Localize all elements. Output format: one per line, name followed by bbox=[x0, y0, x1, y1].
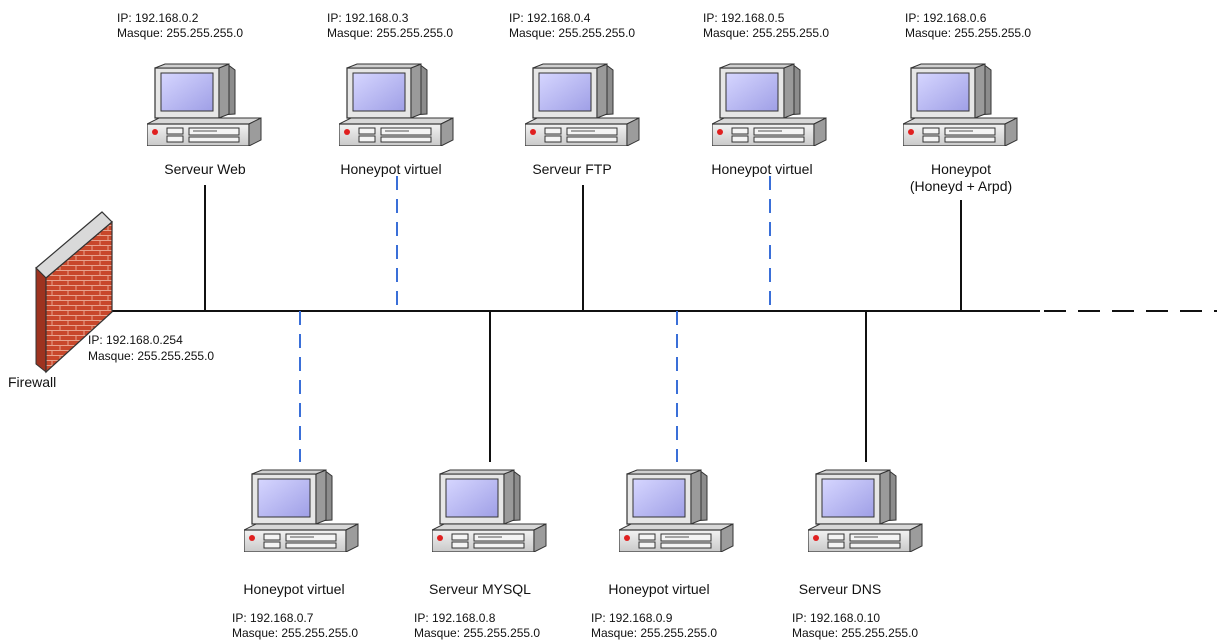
node-subnet-mask: Masque: 255.255.255.0 bbox=[591, 626, 718, 640]
computer-icon bbox=[903, 63, 1018, 146]
node-ip-address: IP: 192.168.0.10 bbox=[792, 611, 881, 625]
computer-icon bbox=[712, 63, 827, 146]
node-ip-address: IP: 192.168.0.6 bbox=[905, 11, 987, 25]
node-name: Honeypot virtuel bbox=[608, 581, 710, 597]
node-name: Honeypot virtuel bbox=[340, 161, 442, 177]
node-ip-address: IP: 192.168.0.2 bbox=[117, 11, 199, 25]
firewall-ip-address: IP: 192.168.0.254 bbox=[88, 333, 183, 347]
node-subnet-mask: Masque: 255.255.255.0 bbox=[327, 26, 454, 40]
computer-icon bbox=[147, 63, 262, 146]
node-name: Honeypot virtuel bbox=[243, 581, 345, 597]
node-ip-address: IP: 192.168.0.3 bbox=[327, 11, 409, 25]
node-ip-address: IP: 192.168.0.9 bbox=[591, 611, 673, 625]
node-subnet-mask: Masque: 255.255.255.0 bbox=[703, 26, 830, 40]
node-name: Serveur Web bbox=[164, 161, 246, 177]
computer-icon bbox=[339, 63, 454, 146]
node-name-detail: (Honeyd + Arpd) bbox=[909, 178, 1013, 194]
node-subnet-mask: Masque: 255.255.255.0 bbox=[117, 26, 244, 40]
node-ip-address: IP: 192.168.0.4 bbox=[509, 11, 591, 25]
computer-icon bbox=[619, 469, 734, 552]
firewall-icon bbox=[35, 211, 113, 374]
node-name: Serveur FTP bbox=[532, 161, 612, 177]
computer-icon bbox=[808, 469, 923, 552]
node-name: Honeypot bbox=[931, 161, 991, 177]
firewall-subnet-mask: Masque: 255.255.255.0 bbox=[88, 349, 215, 363]
node-name: Honeypot virtuel bbox=[711, 161, 813, 177]
node-ip-address: IP: 192.168.0.7 bbox=[232, 611, 314, 625]
node-subnet-mask: Masque: 255.255.255.0 bbox=[509, 26, 636, 40]
node-subnet-mask: Masque: 255.255.255.0 bbox=[232, 626, 359, 640]
node-ip-address: IP: 192.168.0.5 bbox=[703, 11, 785, 25]
node-name: Serveur DNS bbox=[798, 581, 882, 597]
node-subnet-mask: Masque: 255.255.255.0 bbox=[414, 626, 541, 640]
node-ip-address: IP: 192.168.0.8 bbox=[414, 611, 496, 625]
computer-icon bbox=[244, 469, 359, 552]
node-subnet-mask: Masque: 255.255.255.0 bbox=[905, 26, 1032, 40]
computer-icon bbox=[432, 469, 547, 552]
node-name: Serveur MYSQL bbox=[429, 581, 531, 597]
firewall-label: Firewall bbox=[8, 374, 57, 390]
computer-icon bbox=[525, 63, 640, 146]
node-subnet-mask: Masque: 255.255.255.0 bbox=[792, 626, 919, 640]
